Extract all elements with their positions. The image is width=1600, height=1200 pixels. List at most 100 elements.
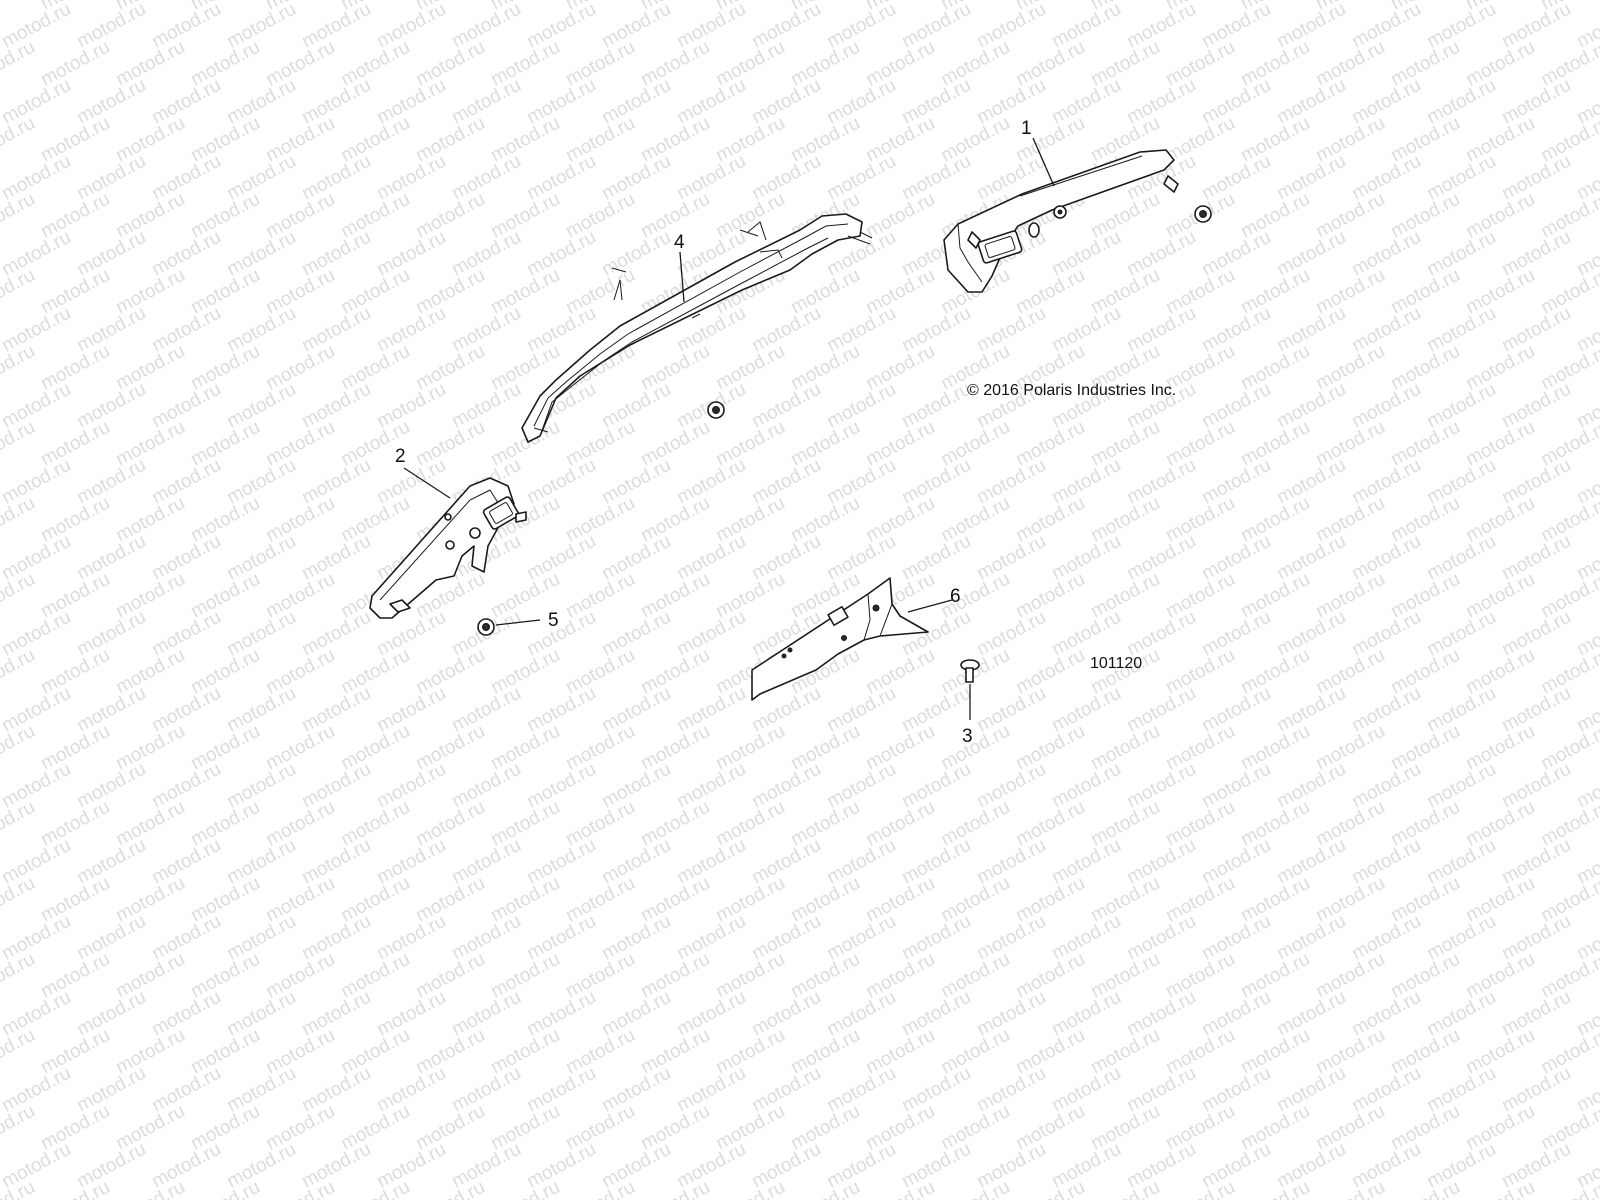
watermark-text: motod.ru [1198, 911, 1274, 965]
watermark-text: motod.ru [73, 303, 149, 357]
watermark-text: motod.ru [973, 303, 1049, 357]
watermark-text: motod.ru [1048, 303, 1124, 357]
watermark-text: motod.ru [1498, 75, 1574, 129]
watermark-text: motod.ru [223, 151, 299, 205]
watermark-text: motod.ru [1048, 75, 1124, 129]
watermark-text: motod.ru [598, 531, 674, 585]
watermark-text: motod.ru [0, 303, 75, 357]
watermark-text: motod.ru [0, 987, 75, 1041]
watermark-text: motod.ru [223, 227, 299, 281]
watermark-text: motod.ru [1198, 607, 1274, 661]
watermark-text: motod.ru [0, 683, 75, 737]
watermark-text: motod.ru [862, 1177, 938, 1200]
watermark-text: motod.ru [223, 759, 299, 813]
watermark-text: motod.ru [373, 987, 449, 1041]
watermark-text: motod.ru [223, 75, 299, 129]
watermark-text: motod.ru [148, 759, 224, 813]
watermark-text: motod.ru [898, 531, 974, 585]
watermark-text: motod.ru [0, 531, 75, 585]
watermark-text: motod.ru [373, 151, 449, 205]
watermark-text: motod.ru [973, 75, 1049, 129]
watermark-text: motod.ru [973, 1063, 1049, 1117]
watermark-text: motod.ru [298, 911, 374, 965]
watermark-text: motod.ru [298, 455, 374, 509]
watermark-text: motod.ru [598, 987, 674, 1041]
watermark-text: motod.ru [1348, 1063, 1424, 1117]
watermark-text: motod.ru [523, 455, 599, 509]
watermark-text: motod.ru [1198, 455, 1274, 509]
watermark-text: motod.ru [1198, 151, 1274, 205]
watermark-text: motod.ru [1498, 227, 1574, 281]
watermark-text: motod.ru [1423, 835, 1499, 889]
watermark-text: motod.ru [112, 1177, 188, 1200]
watermark-text: motod.ru [73, 227, 149, 281]
callout-3: 3 [962, 726, 973, 747]
watermark-text: motod.ru [823, 911, 899, 965]
watermark-text: motod.ru [0, 835, 75, 889]
watermark-text: motod.ru [1498, 303, 1574, 357]
watermark-text: motod.ru [373, 227, 449, 281]
watermark-text: motod.ru [523, 531, 599, 585]
watermark-text: motod.ru [673, 987, 749, 1041]
watermark-text: motod.ru [1348, 151, 1424, 205]
watermark-text: motod.ru [937, 1177, 1013, 1200]
watermark-text: motod.ru [0, 759, 75, 813]
watermark-text: motod.ru [898, 1063, 974, 1117]
watermark-text: motod.ru [1498, 683, 1574, 737]
watermark-text: motod.ru [523, 835, 599, 889]
watermark-text: motod.ru [1123, 75, 1199, 129]
watermark-text: motod.ru [898, 1139, 974, 1193]
watermark-text: motod.ru [1423, 0, 1499, 52]
watermark-text: motod.ru [37, 1177, 113, 1200]
watermark-text: motod.ru [973, 835, 1049, 889]
watermark-text: motod.ru [598, 607, 674, 661]
watermark-text: motod.ru [523, 1139, 599, 1193]
watermark-text: motod.ru [1348, 455, 1424, 509]
watermark-text: motod.ru [1123, 759, 1199, 813]
watermark-text: motod.ru [373, 1139, 449, 1193]
watermark-text: motod.ru [973, 759, 1049, 813]
watermark-text: motod.ru [1498, 911, 1574, 965]
nut-icon [707, 401, 725, 419]
watermark-text: motod.ru [973, 911, 1049, 965]
watermark-text: motod.ru [298, 1139, 374, 1193]
watermark-text: motod.ru [673, 911, 749, 965]
part-2-housing [369, 477, 527, 619]
watermark-text: motod.ru [1048, 1063, 1124, 1117]
watermark-text: motod.ru [1423, 75, 1499, 129]
watermark-text: motod.ru [1348, 0, 1424, 52]
watermark-text: motod.ru [148, 151, 224, 205]
watermark-text: motod.ru [298, 227, 374, 281]
watermark-text: motod.ru [448, 0, 524, 52]
watermark-text: motod.ru [1273, 987, 1349, 1041]
watermark-text: motod.ru [1348, 683, 1424, 737]
watermark-text: motod.ru [748, 303, 824, 357]
watermark-text: motod.ru [298, 1063, 374, 1117]
watermark-text: motod.ru [223, 683, 299, 737]
watermark-text: motod.ru [298, 607, 374, 661]
watermark-text: motod.ru [823, 531, 899, 585]
watermark-text: motod.ru [673, 1063, 749, 1117]
watermark-text: motod.ru [1423, 227, 1499, 281]
watermark-text: motod.ru [1123, 835, 1199, 889]
watermark-text: motod.ru [448, 303, 524, 357]
watermark-text: motod.ru [448, 1139, 524, 1193]
watermark-text: motod.ru [823, 1139, 899, 1193]
watermark-text: motod.ru [373, 455, 449, 509]
watermark-text: motod.ru [148, 455, 224, 509]
watermark-text: motod.ru [523, 987, 599, 1041]
watermark-text: motod.ru [223, 835, 299, 889]
watermark-text: motod.ru [748, 75, 824, 129]
watermark-text: motod.ru [1087, 1177, 1163, 1200]
watermark-text: motod.ru [298, 759, 374, 813]
watermark-text: motod.ru [673, 151, 749, 205]
watermark-text: motod.ru [1498, 987, 1574, 1041]
watermark-text: motod.ru [1198, 1063, 1274, 1117]
watermark-text: motod.ru [523, 75, 599, 129]
watermark-text: motod.ru [1423, 379, 1499, 433]
watermark-text: motod.ru [0, 379, 75, 433]
watermark-text: motod.ru [973, 987, 1049, 1041]
callout-6: 6 [950, 586, 961, 607]
watermark-text: motod.ru [373, 303, 449, 357]
